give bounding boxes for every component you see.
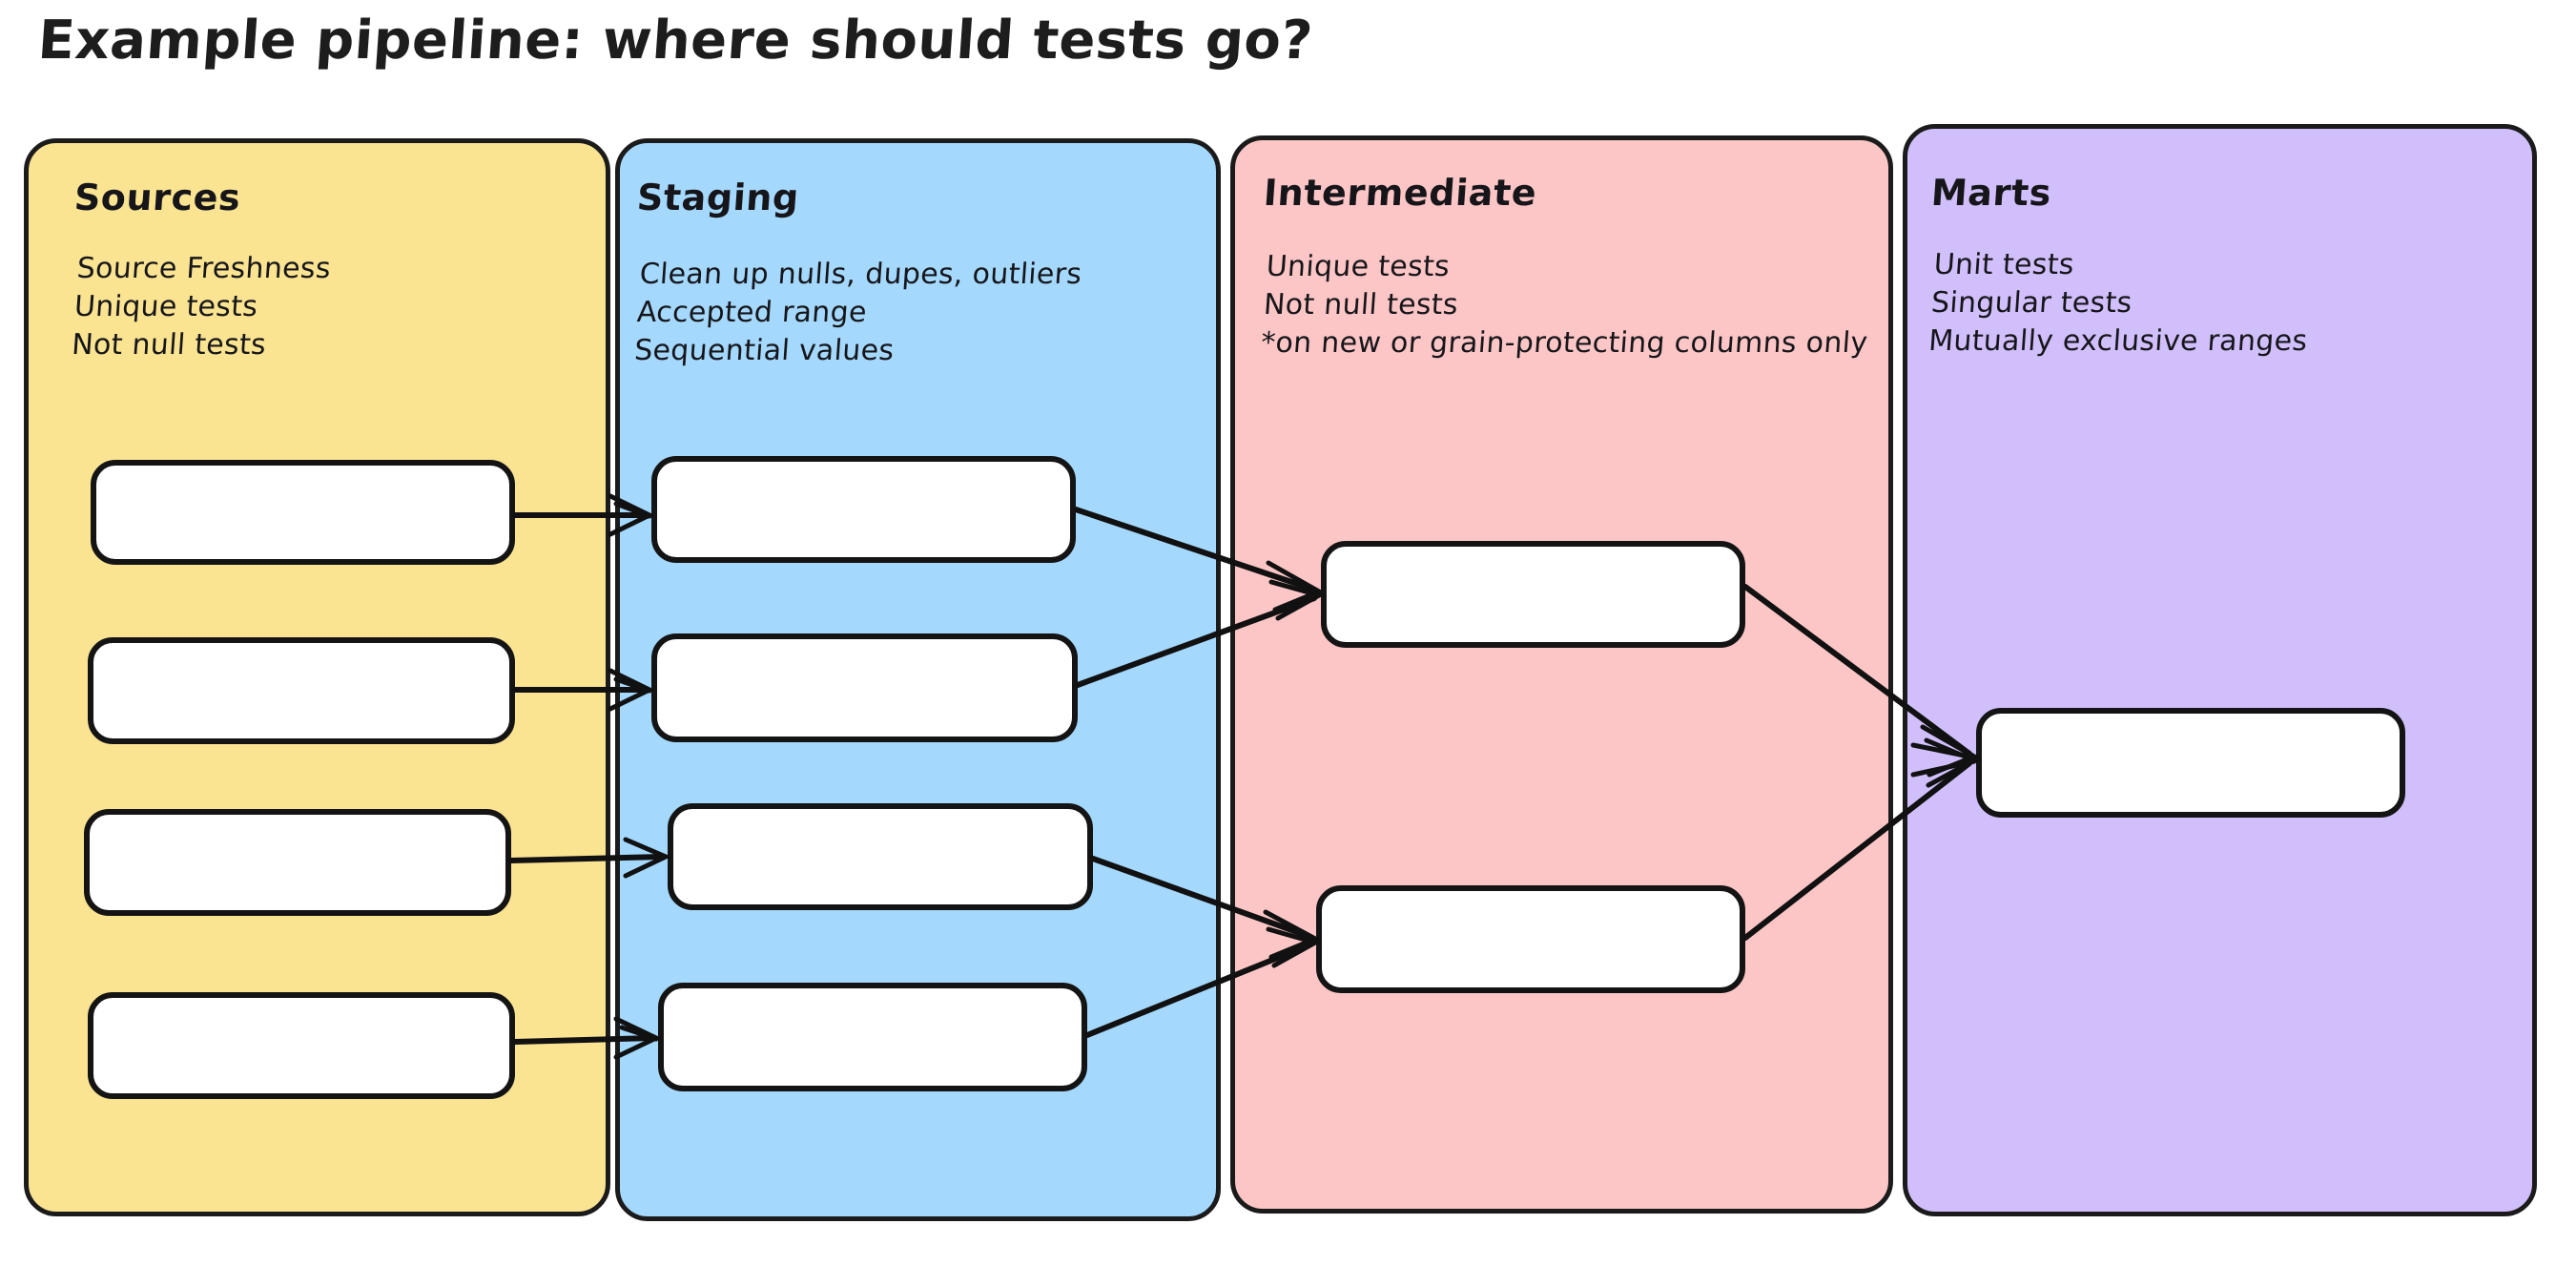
lane-sources-notes: Source Freshness Unique tests Not null t… xyxy=(71,250,332,364)
lane-marts-note-2: Singular tests xyxy=(1929,286,2133,320)
lane-intermediate-note-1: Unique tests xyxy=(1265,250,1452,283)
lane-marts xyxy=(1903,124,2537,1216)
lane-staging-note-3: Sequential values xyxy=(633,334,896,367)
lane-sources-note-3: Not null tests xyxy=(71,328,268,362)
lane-staging-note-1: Clean up nulls, dupes, outliers xyxy=(638,258,1083,291)
lane-sources-note-2: Unique tests xyxy=(72,290,259,323)
staging-node-2[interactable] xyxy=(651,633,1078,742)
lane-intermediate-title: Intermediate xyxy=(1262,172,1538,214)
lane-intermediate-note-2: Not null tests xyxy=(1262,288,1460,322)
lane-staging-note-2: Accepted range xyxy=(635,296,868,329)
staging-node-3[interactable] xyxy=(668,803,1093,910)
marts-node-1[interactable] xyxy=(1976,708,2405,818)
sources-node-1[interactable] xyxy=(91,460,515,565)
lane-intermediate-notes: Unique tests Not null tests *on new or g… xyxy=(1260,248,1875,363)
lane-marts-title: Marts xyxy=(1929,172,2053,214)
page-title: Example pipeline: where should tests go? xyxy=(35,10,1315,72)
sources-node-2[interactable] xyxy=(88,637,515,744)
staging-node-1[interactable] xyxy=(651,456,1076,563)
lane-sources-title: Sources xyxy=(72,176,242,218)
lane-marts-notes: Unit tests Singular tests Mutually exclu… xyxy=(1927,246,2314,361)
lane-marts-note-1: Unit tests xyxy=(1932,248,2075,281)
sources-node-4[interactable] xyxy=(88,992,515,1099)
intermediate-node-2[interactable] xyxy=(1316,885,1745,993)
lane-intermediate-note-3: *on new or grain-protecting columns only xyxy=(1260,326,1869,360)
staging-node-4[interactable] xyxy=(658,983,1087,1091)
sources-node-3[interactable] xyxy=(84,809,511,916)
lane-sources-note-1: Source Freshness xyxy=(75,252,333,285)
lane-marts-note-3: Mutually exclusive ranges xyxy=(1927,324,2309,358)
intermediate-node-1[interactable] xyxy=(1321,541,1745,648)
lane-staging-title: Staging xyxy=(635,176,801,218)
lane-staging-notes: Clean up nulls, dupes, outliers Accepted… xyxy=(633,256,1083,370)
